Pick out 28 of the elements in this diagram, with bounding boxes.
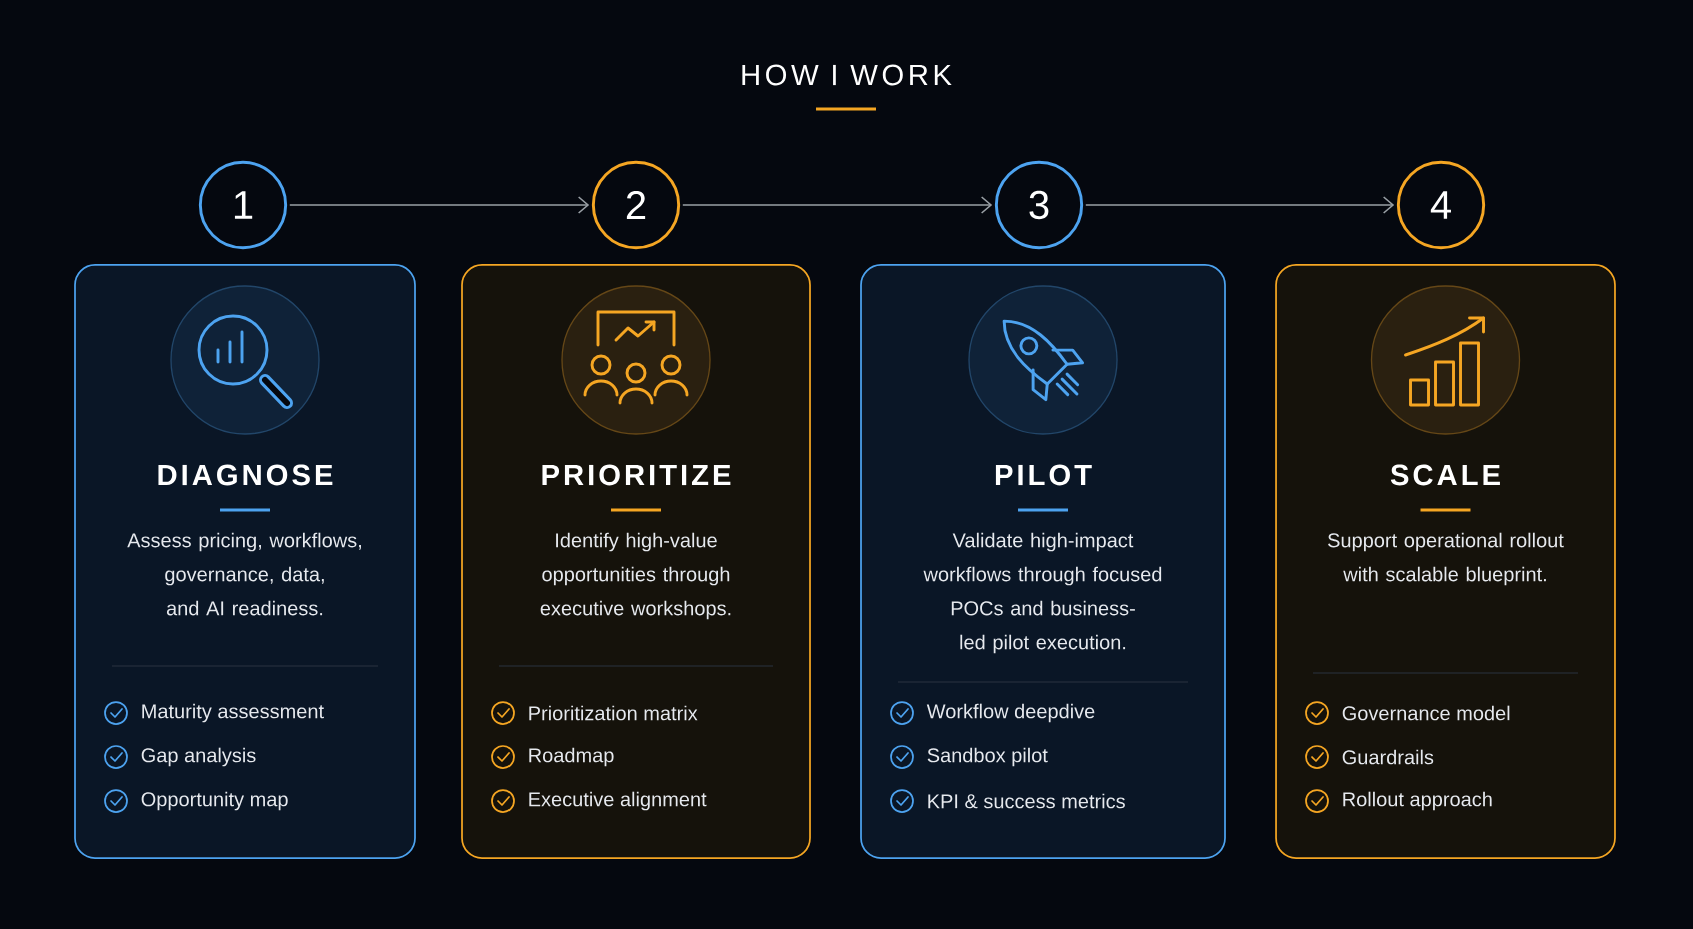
card [461,264,811,859]
card-heading: SCALE [1390,464,1500,486]
description: Identify high-value opportunities through executive workshops. [540,532,731,620]
title: HOW I WORK [742,64,952,86]
bullet-item: Governance model [1342,705,1510,721]
bullet-item: Gap analysis [141,747,256,767]
card-heading: DIAGNOSE [158,464,333,486]
bullet-item: Sandbox pilot [927,747,1048,767]
bullet-item: Opportunity map [141,791,288,811]
bullet-item: Workflow deepdive [926,703,1095,723]
description: Validate high-impact workflows through focused POCs and business-led pilot execution. [923,532,1162,654]
card-heading: PILOT [995,464,1092,486]
bullet-item: Maturity assessment [142,703,324,723]
card-heading: PRIORITIZE [542,464,731,486]
bullet-item: Executive alignment [529,791,707,811]
card [860,264,1226,859]
bullet-item: Roadmap [529,747,614,767]
arrow [1085,196,1395,214]
card [1275,264,1616,859]
bullet-item: KPI & success metrics [928,793,1125,809]
card [74,264,416,859]
arrow [289,196,590,214]
bullet-item: Rollout approach [1343,791,1492,811]
description: Support operational rollout with scalable blueprint. [1328,532,1564,586]
bullet-item: Guardrails [1342,749,1434,765]
arrow [682,196,993,214]
description: Assess pricing, workflows, governance, data, and AI readiness. [127,532,361,616]
bullet-item: Prioritization matrix [529,705,698,721]
